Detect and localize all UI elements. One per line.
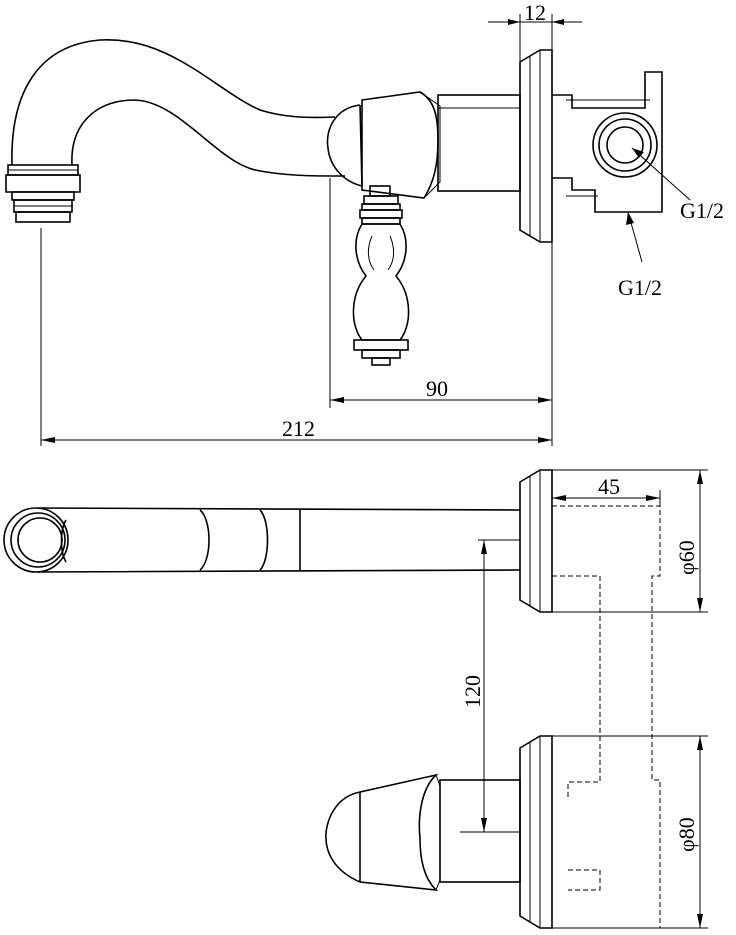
aerator — [5, 164, 81, 223]
dim-45: 45 — [552, 474, 661, 506]
dim-phi80: φ80 — [552, 735, 708, 929]
upper-rosette — [519, 469, 553, 613]
concealed-body[interactable] — [552, 505, 661, 928]
svg-text:12: 12 — [524, 0, 546, 25]
lever-handle — [352, 185, 410, 366]
svg-text:120: 120 — [460, 675, 485, 708]
wall-rosette-side — [519, 49, 553, 243]
lower-rosette — [519, 735, 553, 929]
g12-label-bottom: G1/2 — [618, 275, 662, 300]
dim-90: 90 — [329, 178, 553, 408]
top-view: 45 φ60 120 φ80 — [3, 469, 708, 929]
svg-text:φ60: φ60 — [674, 540, 699, 575]
svg-text:45: 45 — [598, 474, 620, 499]
g12-label-right: G1/2 — [680, 198, 724, 223]
dim-12: 12 — [488, 0, 582, 62]
svg-text:90: 90 — [426, 376, 448, 401]
valve-body — [326, 91, 521, 199]
lower-valve-top — [325, 773, 521, 892]
side-view: G1/2 G1/2 12 90 212 — [5, 0, 724, 446]
spout-top-body — [37, 507, 521, 573]
svg-text:212: 212 — [282, 416, 315, 441]
spout-inner-contour — [71, 99, 346, 177]
dim-212: 212 — [40, 228, 553, 446]
dim-120: 120 — [460, 539, 520, 833]
dim-phi60: φ60 — [552, 469, 708, 613]
mounting-bracket — [552, 71, 663, 213]
spout-outer-contour — [11, 39, 336, 166]
spout-end — [3, 507, 69, 573]
svg-text:φ80: φ80 — [674, 817, 699, 852]
